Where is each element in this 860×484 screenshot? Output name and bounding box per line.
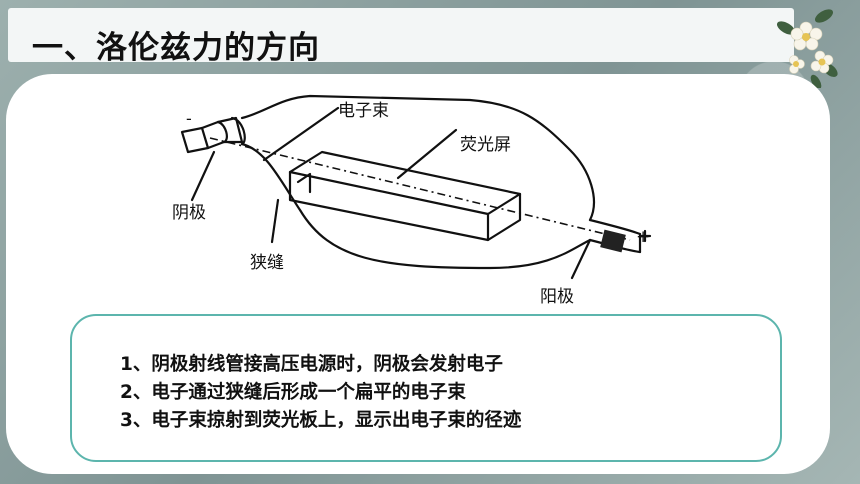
flower-decoration-icon [776, 9, 838, 88]
plus-sign: + [636, 227, 650, 247]
slide-title: 一、洛伦兹力的方向 [32, 30, 320, 66]
explanation-box: 1、阴极射线管接高压电源时，阴极会发射电子 2、电子通过狭缝后形成一个扁平的电子… [70, 314, 782, 462]
point-3: 3、电子束掠射到荧光板上，显示出电子束的径迹 [120, 410, 522, 431]
label-cathode: 阴极 [172, 203, 206, 223]
label-anode: 阳极 [540, 287, 574, 307]
point-2: 2、电子通过狭缝后形成一个扁平的电子束 [120, 382, 466, 403]
label-slit: 狭缝 [250, 253, 284, 273]
title-bar: 一、洛伦兹力的方向 [8, 8, 794, 66]
label-electron-beam: 电子束 [338, 101, 389, 121]
cathode-ray-tube-diagram: - + 电子束 荧光屏 阴极 狭缝 阳极 [172, 94, 652, 307]
label-fluorescent-screen: 荧光屏 [460, 135, 511, 155]
point-1: 1、阴极射线管接高压电源时，阴极会发射电子 [120, 354, 503, 375]
minus-sign: - [186, 109, 192, 129]
